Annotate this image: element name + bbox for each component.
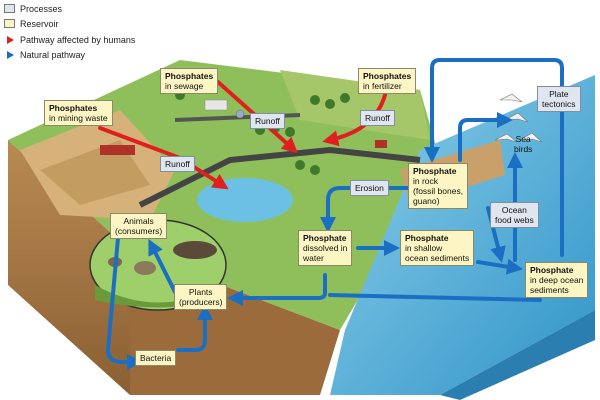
- sea-birds-label: Sea birds: [514, 134, 533, 154]
- deep-to-dissolved-arrow: [328, 293, 542, 302]
- process-runoff-mining: Runoff: [160, 156, 195, 172]
- process-ocean-food-webs: Ocean food webs: [490, 202, 539, 228]
- legend-processes-label: Processes: [20, 3, 63, 14]
- plants-to-animals-arrow: [148, 238, 177, 294]
- bacteria-to-plants-arrow: [176, 304, 213, 352]
- dissolved-to-plants-arrow: [227, 273, 327, 306]
- blue-arrow-icon: [7, 50, 14, 59]
- lake: [197, 178, 293, 222]
- reservoir-dissolved: Phosphate dissolved in water: [298, 230, 353, 266]
- badger: [173, 241, 217, 259]
- red-arrow-icon: [7, 35, 14, 44]
- process-runoff-fertilizer: Runoff: [360, 110, 395, 126]
- erosion-arrow: [320, 186, 410, 233]
- legend-human: Pathway affected by humans: [4, 33, 135, 46]
- natural-pathways: [105, 58, 564, 370]
- reservoir-swatch: [4, 19, 15, 28]
- reservoir-animals: Animals (consumers): [110, 213, 168, 239]
- process-runoff-sewage: Runoff: [250, 113, 285, 129]
- left-cliff-face: [8, 140, 130, 395]
- shallow-to-deep-arrow: [476, 258, 523, 275]
- sea-birds: [494, 93, 543, 143]
- legend-natural-label: Natural pathway: [20, 49, 86, 60]
- animals-to-bacteria-arrow: [105, 236, 143, 370]
- reservoir-bacteria: Bacteria: [135, 350, 177, 366]
- processes-swatch: [4, 4, 15, 13]
- treatment-plant: [204, 99, 228, 111]
- reservoir-shallow-sediments: Phosphate in shallow ocean sediments: [400, 230, 475, 266]
- reservoir-deep-sediments: Phosphate in deep ocean sediments: [525, 262, 589, 298]
- legend-reservoir: Reservoir: [4, 17, 59, 30]
- reservoir-plants: Plants (producers): [174, 284, 228, 310]
- reservoir-mining-waste: Phosphates in mining waste: [44, 100, 113, 126]
- reservoir-fertilizer: Phosphates in fertilizer: [358, 68, 417, 94]
- legend-reservoir-label: Reservoir: [20, 18, 59, 29]
- legend-natural: Natural pathway: [4, 48, 85, 61]
- sea-birds-arrow: [458, 112, 513, 162]
- legend-processes: Processes: [4, 2, 62, 15]
- process-plate-tectonics: Plate tectonics: [537, 86, 581, 112]
- reservoir-rock: Phosphate in rock (fossil bones, guano): [408, 163, 469, 209]
- rabbit: [134, 261, 156, 275]
- highway: [138, 146, 421, 208]
- legend-human-label: Pathway affected by humans: [20, 34, 136, 45]
- mining-sheds: [100, 145, 135, 155]
- farm-barn: [375, 140, 387, 148]
- plate-tectonics-arrow: [424, 58, 564, 257]
- reservoir-sewage: Phosphates in sewage: [160, 68, 219, 94]
- process-erosion: Erosion: [350, 180, 389, 196]
